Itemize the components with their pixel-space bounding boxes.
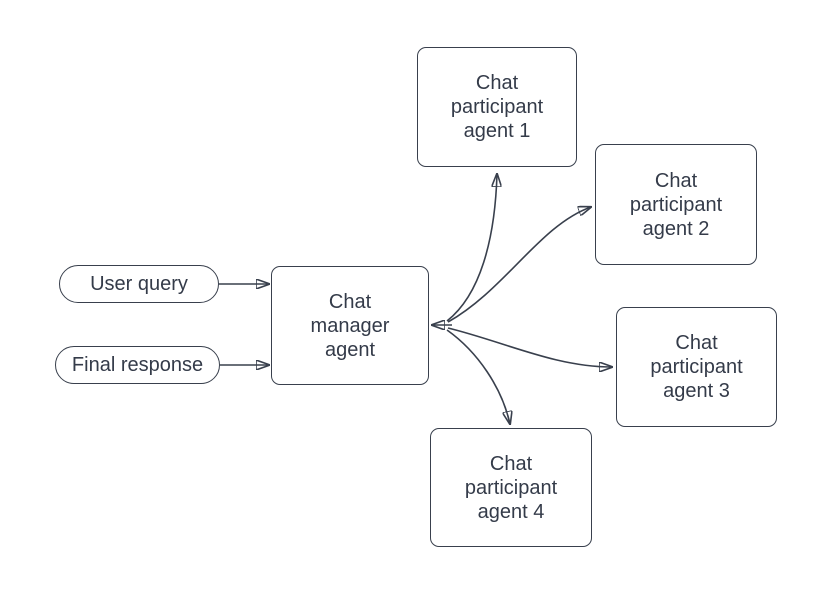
node-final-response-label: Final response (71, 354, 204, 376)
node-chat-participant-agent-1: Chat participant agent 1 (417, 47, 577, 167)
edge-manager-to-agent-4 (446, 329, 510, 424)
edge-manager-to-agent-2 (447, 207, 591, 323)
node-final-response: Final response (55, 346, 220, 384)
edge-manager-to-agent-3 (447, 327, 612, 367)
node-chat-participant-agent-4-label: Chat participant agent 4 (464, 452, 558, 523)
node-chat-participant-agent-2-label: Chat participant agent 2 (629, 169, 723, 240)
node-user-query-label: User query (90, 273, 188, 295)
node-chat-manager-agent: Chat manager agent (271, 266, 429, 385)
node-chat-participant-agent-2: Chat participant agent 2 (595, 144, 757, 265)
node-chat-manager-agent-label: Chat manager agent (310, 290, 390, 361)
node-chat-participant-agent-3-label: Chat participant agent 3 (650, 332, 743, 402)
node-chat-participant-agent-4: Chat participant agent 4 (430, 428, 592, 547)
edge-manager-to-agent-1 (446, 174, 497, 322)
node-user-query: User query (59, 265, 219, 303)
node-chat-participant-agent-1-label: Chat participant agent 1 (450, 72, 544, 142)
node-chat-participant-agent-3: Chat participant agent 3 (616, 307, 777, 427)
